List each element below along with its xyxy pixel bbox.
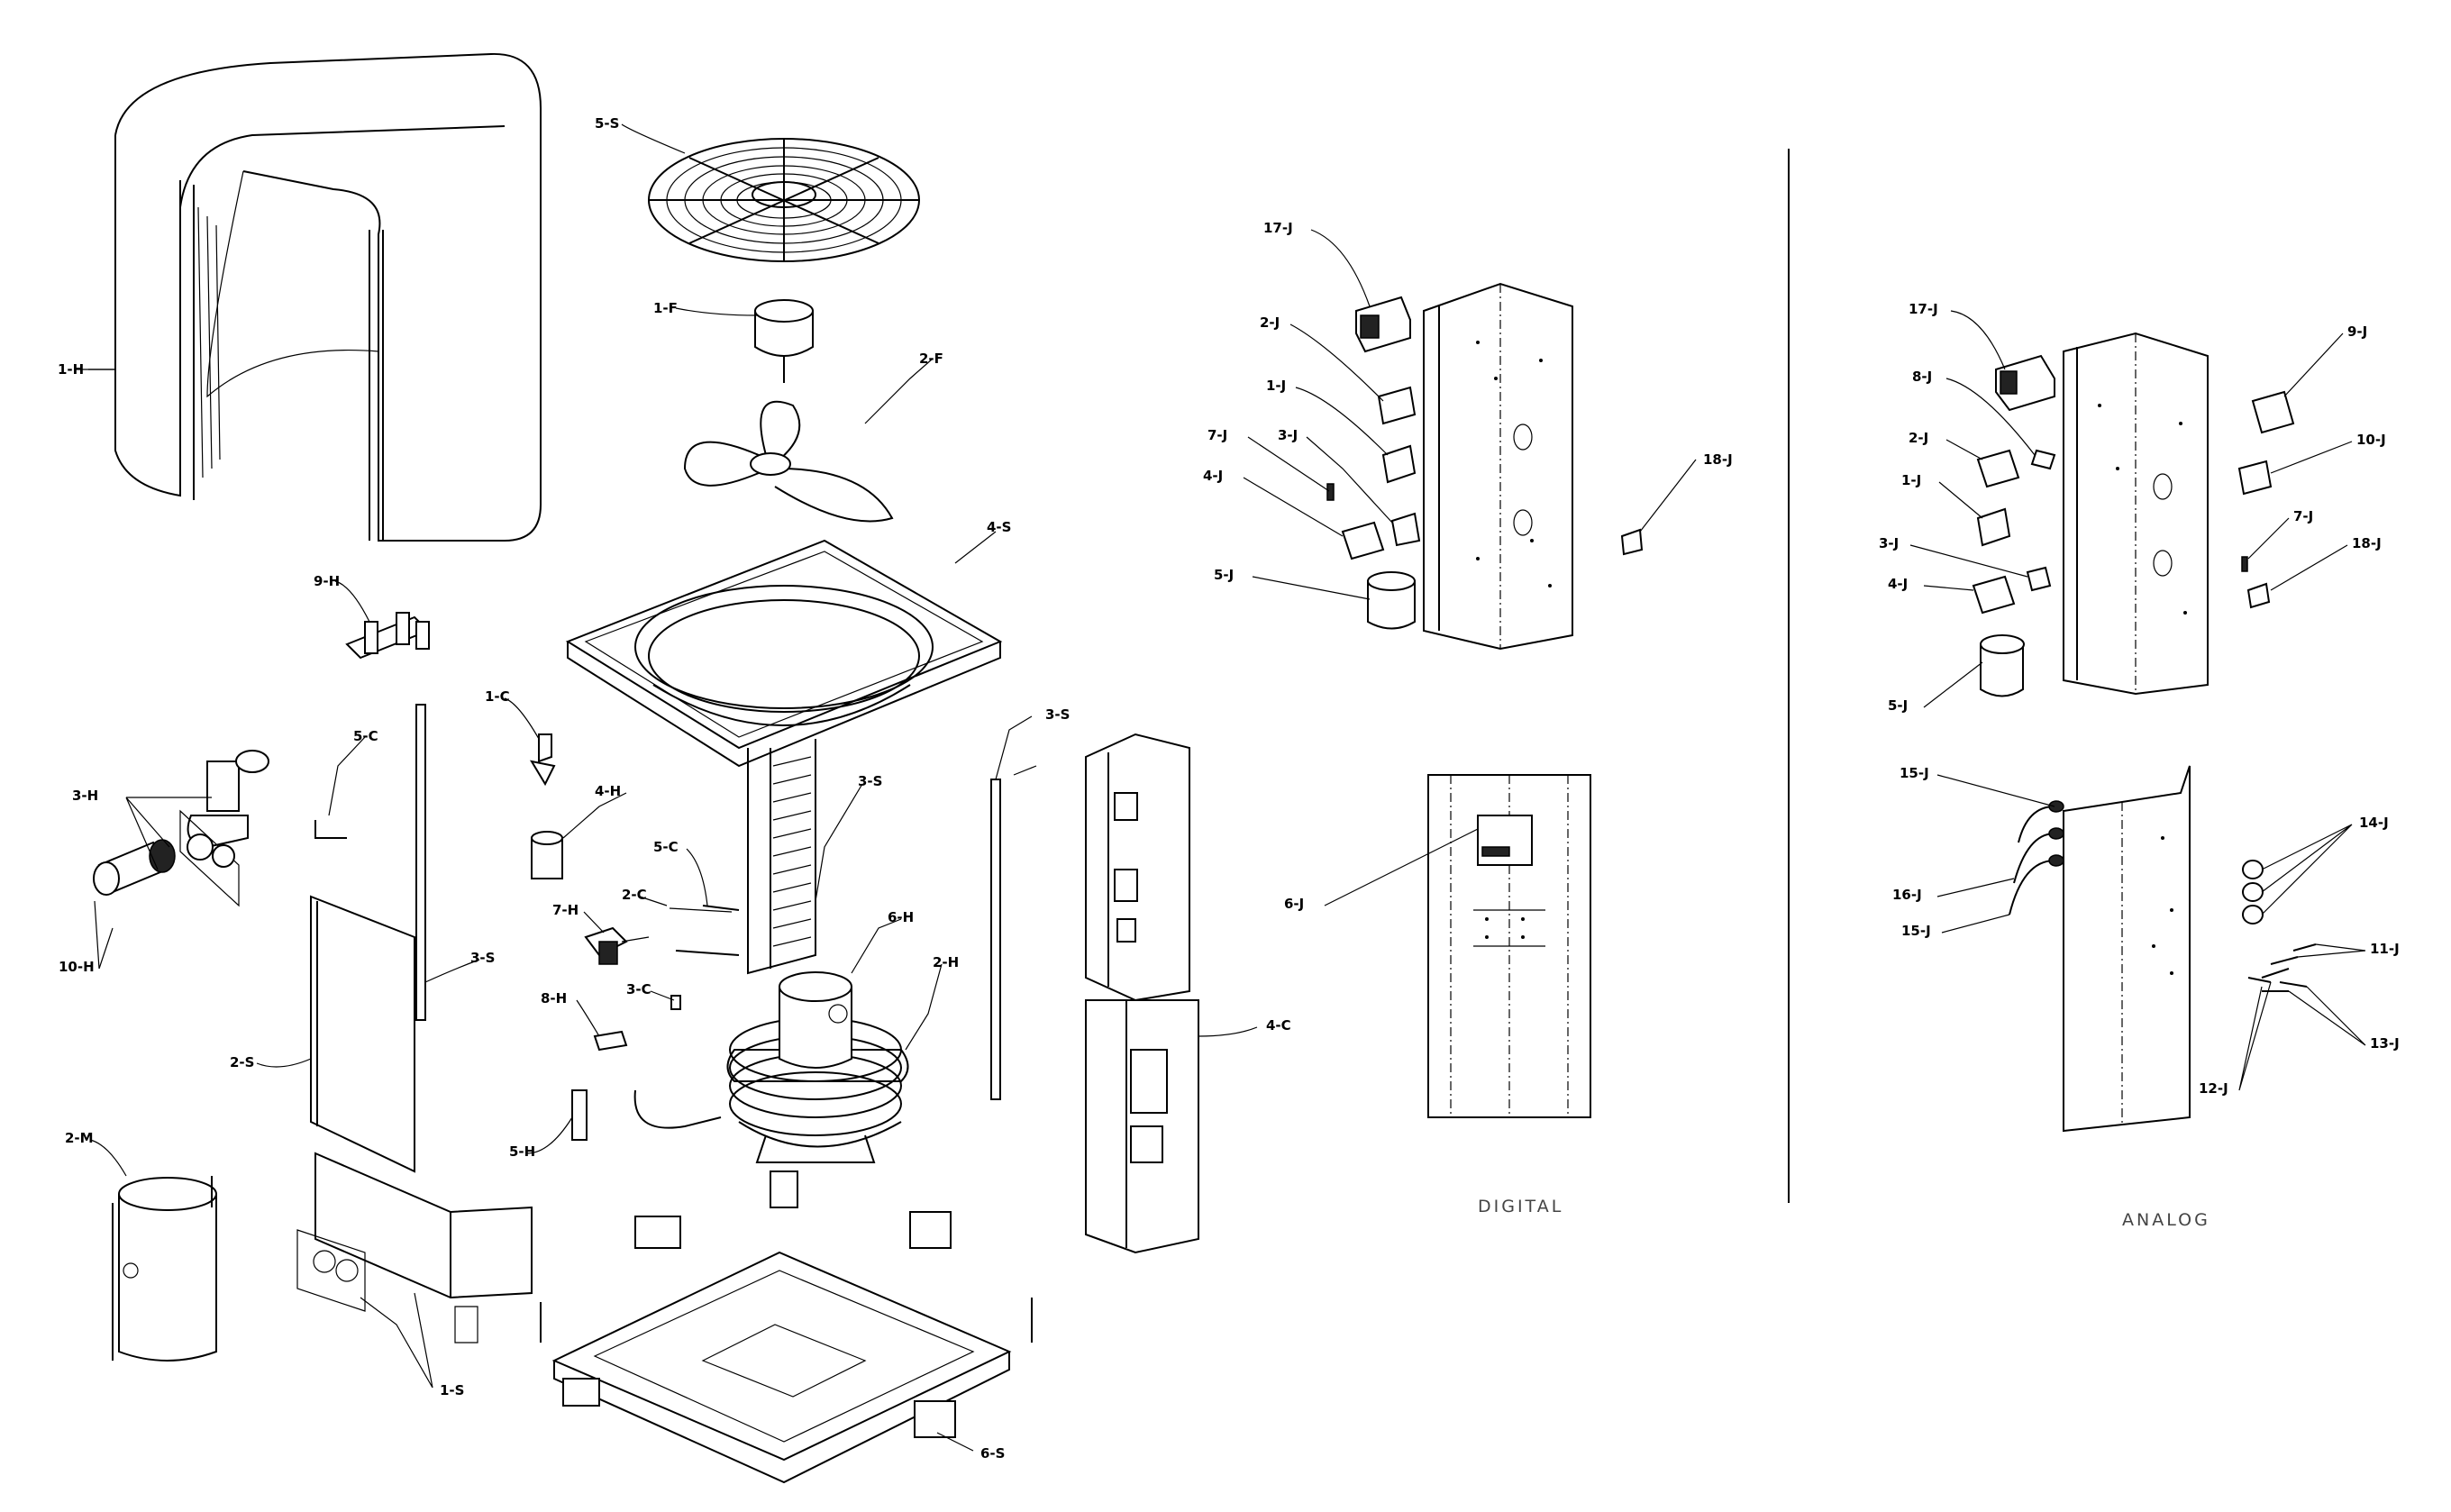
label-analog-7-j: 7-J <box>2293 508 2313 524</box>
digital-control-post <box>1423 282 1573 651</box>
valve-assembly <box>345 612 430 660</box>
label-2-h: 2-H <box>933 954 959 970</box>
label-2-s: 2-S <box>230 1054 254 1070</box>
label-digital-6-j: 6-J <box>1284 896 1304 912</box>
label-digital-7-j: 7-J <box>1207 427 1227 443</box>
label-4-h: 4-H <box>595 783 621 799</box>
label-3-h: 3-H <box>72 788 98 804</box>
tube-2c <box>669 907 733 913</box>
corner-brackets <box>540 1298 1033 1343</box>
top-deck-panel <box>565 539 1003 768</box>
label-analog-4-j: 4-J <box>1888 576 1908 592</box>
bottom-panel <box>296 1152 533 1343</box>
label-5-s: 5-S <box>595 115 619 132</box>
label-3-s-left: 3-S <box>470 950 495 966</box>
label-3-c: 3-C <box>626 981 651 997</box>
label-6-s: 6-S <box>980 1445 1005 1462</box>
leader-lines <box>88 123 2366 1452</box>
label-analog-3-j: 3-J <box>1879 535 1899 551</box>
label-1-h: 1-H <box>58 361 84 378</box>
label-1-f: 1-F <box>653 300 678 316</box>
label-analog-13-j: 13-J <box>2370 1035 2400 1052</box>
label-5-c-mid: 5-C <box>653 839 679 855</box>
label-analog-5-j: 5-J <box>1888 697 1908 714</box>
label-digital-5-j: 5-J <box>1214 567 1234 583</box>
label-analog-11-j: 11-J <box>2370 941 2400 957</box>
label-digital-17-j: 17-J <box>1263 220 1293 236</box>
analog-panel <box>2063 765 2191 1133</box>
sight-glass <box>571 1089 588 1141</box>
label-5-c-left: 5-C <box>353 728 378 744</box>
label-analog-18-j: 18-J <box>2352 535 2382 551</box>
fan-grille <box>648 138 920 262</box>
corner-post <box>747 739 816 975</box>
suction-line <box>633 1089 722 1129</box>
coil-housing <box>114 52 542 542</box>
valve-3c <box>670 995 681 1010</box>
control-post <box>1085 733 1199 1254</box>
label-9-h: 9-H <box>314 573 340 589</box>
analog-components <box>1972 354 2295 697</box>
label-analog-15-j-top: 15-J <box>1900 765 1929 781</box>
valve-8h <box>593 1030 628 1052</box>
label-1-c: 1-C <box>485 688 510 705</box>
label-digital-3-j: 3-J <box>1278 427 1298 443</box>
label-digital-4-j: 4-J <box>1203 468 1223 484</box>
label-8-h: 8-H <box>541 990 567 1006</box>
label-digital-18-j: 18-J <box>1703 451 1733 468</box>
label-1-s: 1-S <box>440 1382 464 1398</box>
label-5-h: 5-H <box>509 1143 535 1160</box>
fan-blade <box>683 400 894 523</box>
thin-strip-left <box>415 704 426 1021</box>
label-digital-1-j: 1-J <box>1266 378 1286 394</box>
label-2-f: 2-F <box>919 351 943 367</box>
label-analog-14-j: 14-J <box>2359 815 2389 831</box>
capillary-tube <box>675 905 740 956</box>
tank <box>112 1176 217 1362</box>
base-pan <box>551 1170 1012 1484</box>
fan-motor <box>754 299 814 383</box>
solenoid <box>584 926 650 965</box>
label-10-h: 10-H <box>59 959 95 975</box>
analog-control-post <box>2063 332 2209 696</box>
label-3-s-right: 3-S <box>1045 706 1070 723</box>
label-analog-17-j: 17-J <box>1909 301 1938 317</box>
label-analog-15-j-bottom: 15-J <box>1901 923 1931 939</box>
label-6-h: 6-H <box>888 909 914 925</box>
compressor-coil <box>726 971 909 1163</box>
digital-panel <box>1427 774 1591 1118</box>
label-analog-9-j: 9-J <box>2347 323 2367 340</box>
sensor-rod <box>314 820 347 839</box>
label-3-s-post: 3-S <box>858 773 882 789</box>
label-analog-12-j: 12-J <box>2199 1080 2228 1097</box>
label-4-s: 4-S <box>987 519 1011 535</box>
label-analog-16-j: 16-J <box>1892 887 1922 903</box>
thin-strip-right <box>990 779 1001 1100</box>
label-analog-1-j: 1-J <box>1901 472 1921 488</box>
label-digital-2-j: 2-J <box>1260 314 1280 331</box>
analog-caption: ANALOG <box>2122 1210 2210 1230</box>
label-analog-2-j: 2-J <box>1909 430 1928 446</box>
water-fittings <box>93 750 269 907</box>
label-analog-10-j: 10-J <box>2356 432 2386 448</box>
part-labels: 1-H 5-S 1-F 2-F 4-S 9-H 1-C 5-C 3-H 4-H … <box>58 115 2400 1462</box>
label-2-m: 2-M <box>65 1130 94 1146</box>
digital-components <box>1326 296 1644 630</box>
digital-caption: DIGITAL <box>1478 1197 1563 1216</box>
label-2-c: 2-C <box>622 887 647 903</box>
filter-drier <box>531 831 563 879</box>
analog-wires-and-fittings <box>2009 800 2317 992</box>
service-valve <box>529 733 556 787</box>
label-4-c: 4-C <box>1266 1017 1291 1034</box>
label-7-h: 7-H <box>552 902 579 918</box>
label-analog-8-j: 8-J <box>1912 369 1932 385</box>
access-panel <box>310 895 415 1173</box>
